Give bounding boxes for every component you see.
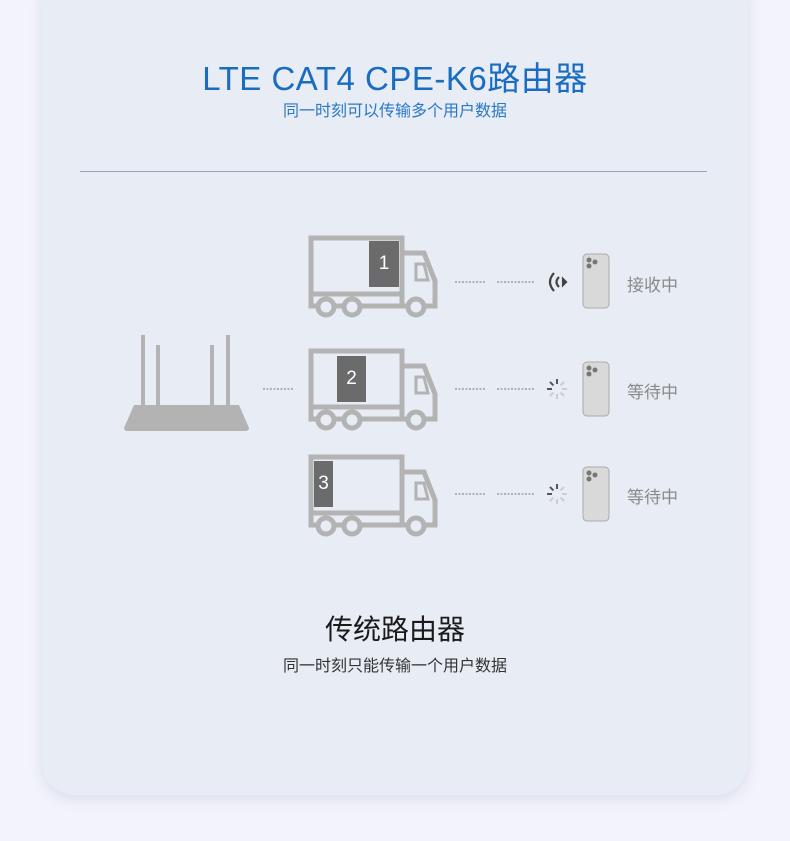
divider xyxy=(80,171,707,172)
page-title: LTE CAT4 CPE-K6路由器 xyxy=(202,60,588,97)
data-package: 2 xyxy=(337,356,366,402)
comparison-title: 传统路由器 xyxy=(324,613,465,646)
data-package: 3 xyxy=(314,461,333,507)
lane-1 xyxy=(308,235,610,318)
wifi-signal-icon xyxy=(548,272,568,292)
loading-spinner-icon xyxy=(547,379,567,399)
router-icon xyxy=(124,335,249,431)
loading-spinner-icon xyxy=(547,484,567,504)
phone-icon xyxy=(582,253,610,309)
phone-icon xyxy=(582,361,610,417)
lane-3 xyxy=(308,454,610,537)
phone-icon xyxy=(582,466,610,522)
status-label: 等待中 xyxy=(627,383,678,403)
data-package: 1 xyxy=(369,241,399,287)
status-label: 接收中 xyxy=(627,276,678,296)
page-subtitle: 同一时刻可以传输多个用户数据 xyxy=(282,101,507,120)
comparison-subtitle: 同一时刻只能传输一个用户数据 xyxy=(282,656,507,675)
truck-icon xyxy=(308,348,438,431)
truck-icon xyxy=(308,454,438,537)
status-label: 等待中 xyxy=(627,488,678,508)
truck-icon xyxy=(308,235,438,318)
lane-2 xyxy=(308,348,610,431)
